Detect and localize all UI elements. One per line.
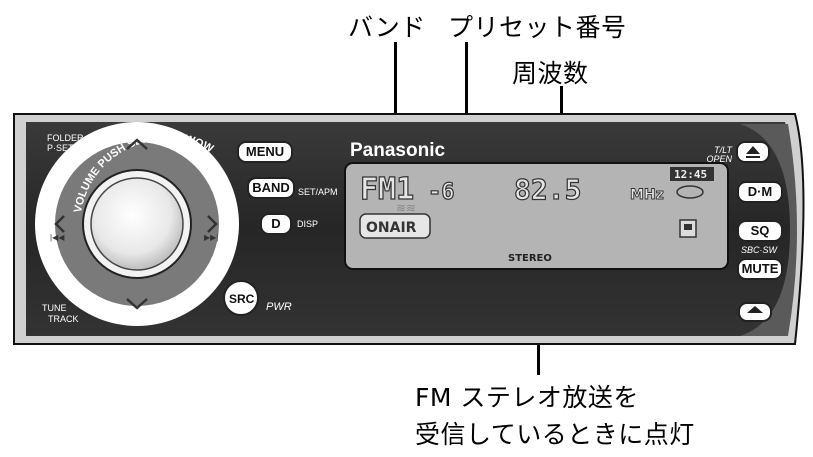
skip-back-icon: |◀◀	[50, 233, 65, 242]
onair-text: ONAIR	[366, 220, 417, 236]
chevron-left-icon[interactable]	[54, 215, 65, 233]
skip-forward-icon: ▶▶|	[204, 233, 218, 242]
lcd-band: FM1	[360, 172, 414, 207]
tilt-open-label: T/LT OPEN	[706, 145, 732, 164]
mute-button[interactable]: MUTE	[737, 258, 783, 280]
chevron-down-icon[interactable]	[126, 298, 148, 310]
track-label: TRACK	[48, 314, 79, 324]
src-button[interactable]	[223, 280, 259, 316]
band-sub-label: SET/APM	[298, 187, 338, 197]
folder-label: FOLDER	[47, 133, 84, 143]
lcd-frequency: 82.5	[514, 173, 581, 206]
chevron-right-icon[interactable]	[207, 215, 218, 233]
chevron-up-icon[interactable]	[126, 138, 148, 150]
release-icon	[747, 306, 763, 313]
lcd-stereo: STEREO	[508, 253, 552, 264]
callout-stereo-line2: 受信しているときに点灯	[415, 420, 695, 449]
onair-indicator	[359, 213, 431, 239]
lcd-preset: -6	[428, 180, 455, 205]
pwr-label: PWR	[266, 301, 292, 313]
disc-icon	[676, 185, 704, 199]
disp-label: DISP	[297, 219, 319, 229]
band-button[interactable]: BAND	[247, 177, 295, 199]
pset-label: P·SET	[47, 143, 74, 153]
callout-frequency: 周波数	[512, 59, 589, 88]
volume-knob[interactable]	[90, 177, 184, 271]
sq-button[interactable]: SQ	[737, 220, 783, 242]
signal-icon: ≋≋	[396, 201, 416, 215]
eject-icon	[746, 146, 760, 154]
callout-preset-number: プリセット番号	[448, 13, 627, 42]
menu-button[interactable]: MENU	[237, 141, 293, 163]
lcd-display	[344, 162, 729, 270]
brand-logo: Panasonic	[350, 140, 445, 161]
callout-band: バンド	[348, 13, 426, 42]
dm-button[interactable]: D·M	[737, 181, 783, 203]
src-label: SRC	[229, 292, 255, 306]
lcd-clock: 12:45	[674, 168, 707, 181]
callout-stereo-line1: FM ステレオ放送を	[415, 383, 639, 412]
leader-line-preset	[465, 42, 468, 168]
sbc-sw-label: SBC·SW	[741, 245, 777, 255]
tune-label: TUNE	[42, 303, 67, 313]
d-button[interactable]: D	[260, 213, 292, 235]
leader-line-band	[394, 42, 397, 168]
lcd-unit: MHz	[630, 187, 664, 203]
